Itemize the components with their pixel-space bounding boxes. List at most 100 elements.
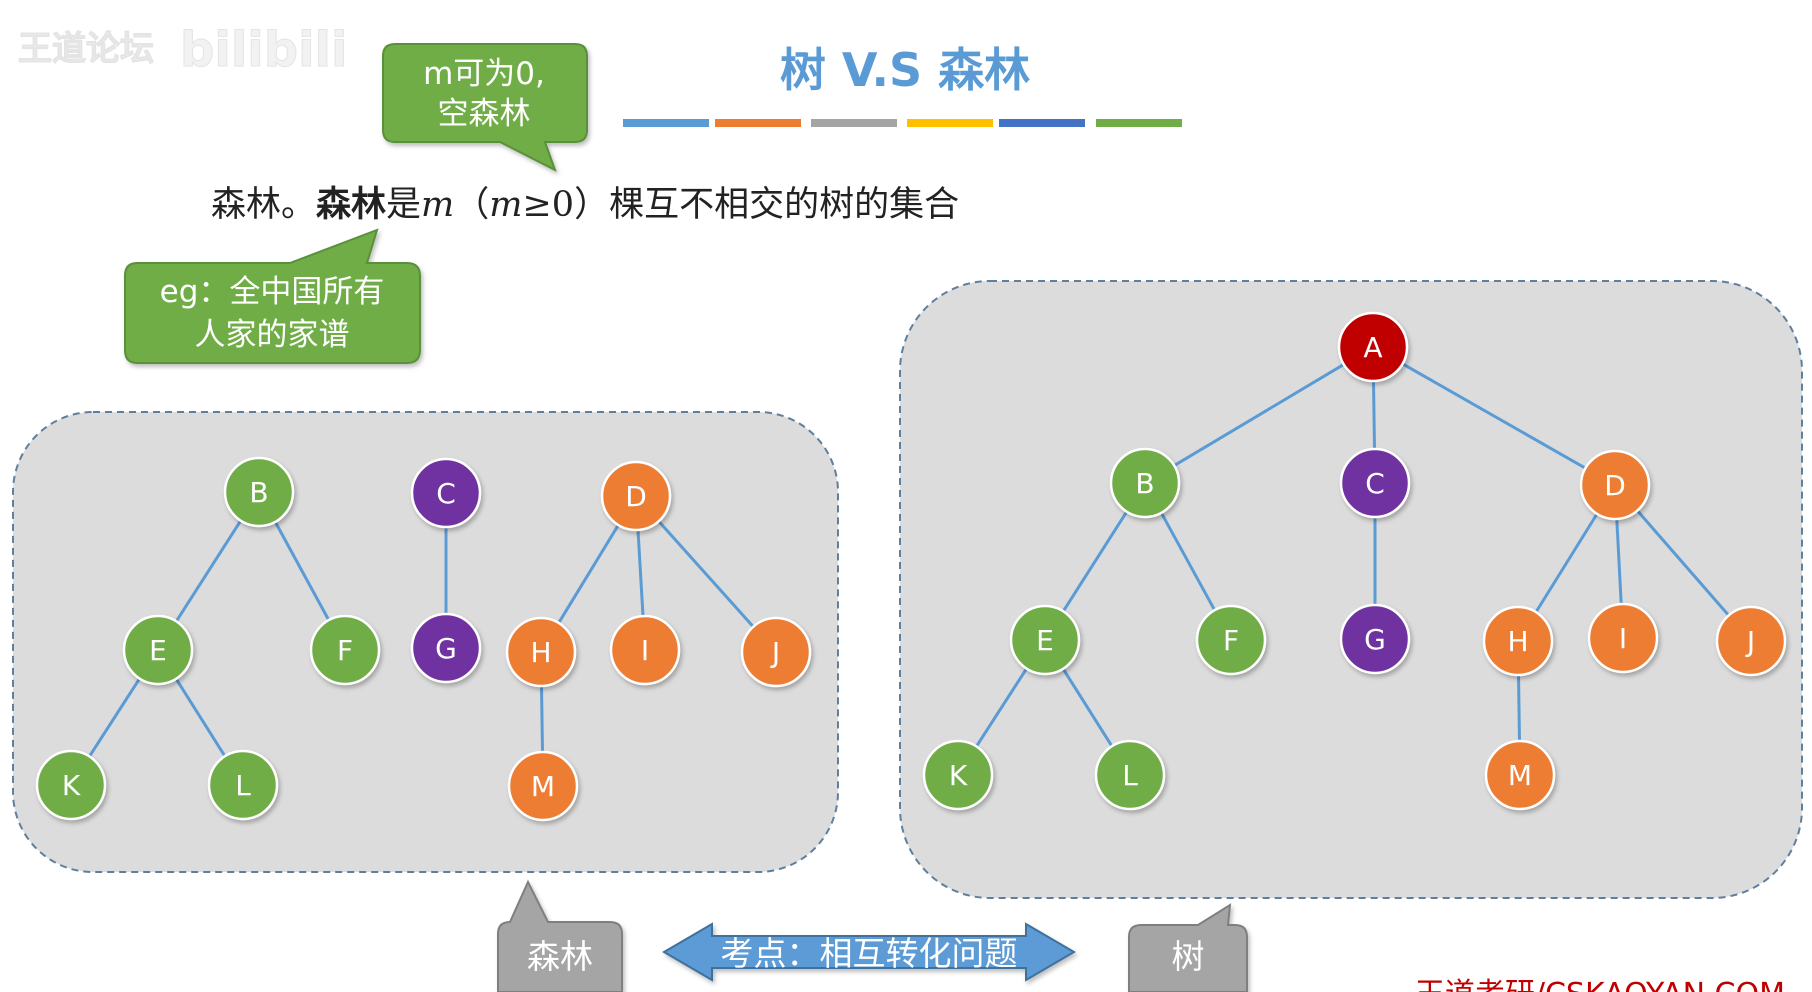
tree-edge-H-M [1517, 674, 1521, 742]
definition-var-m: m [421, 185, 454, 225]
tree-edge-E-K [975, 667, 1028, 748]
tree-label-callout [1128, 903, 1248, 992]
tree-edge-A-D [1401, 362, 1587, 470]
exam-point-arrow [662, 922, 1076, 982]
callout-example-line1: eg：全中国所有 [160, 274, 385, 310]
color-bar-segment [1096, 119, 1182, 127]
bilibili-logo: bilibili [180, 22, 347, 78]
tree-node-circle [1579, 449, 1651, 521]
forest-diagram: B E F K L C G D H I J M [35, 456, 812, 822]
forest-node-circle [309, 614, 381, 686]
forest-node-M: M [507, 750, 579, 822]
tree-node-circle [1715, 605, 1787, 677]
tree-node-C: C [1339, 447, 1411, 519]
forest-node-circle [35, 749, 107, 821]
forest-node-circle [122, 614, 194, 686]
tree-node-D: D [1579, 449, 1651, 521]
tree-node-circle [1339, 447, 1411, 519]
forest-node-label: I [641, 634, 649, 667]
forest-node-label: E [149, 634, 167, 667]
tree-node-label: F [1223, 624, 1239, 657]
tree-node-circle [1337, 311, 1409, 383]
definition-cond-m: m [489, 185, 522, 225]
tree-node-label: E [1036, 624, 1054, 657]
forest-node-label: J [770, 636, 780, 669]
tree-edge-D-I [1615, 518, 1623, 605]
tree-node-label: H [1507, 625, 1528, 658]
forest-node-label: H [530, 636, 551, 669]
tree-node-G: G [1339, 603, 1411, 675]
tree-node-B: B [1109, 447, 1181, 519]
color-bar-segment [715, 119, 801, 127]
tree-edge-D-H [1534, 513, 1599, 613]
forest-node-label: F [337, 634, 353, 667]
forest-node-circle [410, 612, 482, 684]
forest-node-label: D [625, 480, 647, 513]
forest-node-F: F [309, 614, 381, 686]
tree-node-F: F [1195, 604, 1267, 676]
definition-paren-open: （ [454, 185, 489, 225]
forest-node-C: C [410, 457, 482, 529]
tree-node-circle [1484, 739, 1556, 811]
definition-paren-close: ） [574, 185, 609, 225]
tree-node-circle [1482, 605, 1554, 677]
color-bar-segment [907, 119, 993, 127]
forest-node-K: K [35, 749, 107, 821]
tree-edge-E-L [1061, 667, 1114, 748]
forest-edge-D-J [657, 520, 755, 628]
forest-label: 森林 [527, 937, 593, 976]
definition-rest: 棵互不相交的树的集合 [609, 185, 959, 225]
tree-node-H: H [1482, 605, 1554, 677]
title-color-bar [623, 119, 1182, 127]
tree-node-circle [1195, 604, 1267, 676]
forest-node-label: G [435, 632, 457, 665]
forest-node-circle [207, 749, 279, 821]
forest-node-G: G [410, 612, 482, 684]
tree-node-L: L [1094, 739, 1166, 811]
tree-node-J: J [1715, 605, 1787, 677]
tree-label: 树 [1172, 937, 1205, 976]
tree-edge-B-F [1160, 512, 1216, 611]
exam-point-text: 考点：相互转化问题 [721, 934, 1018, 973]
forest-edge-E-K [88, 677, 141, 758]
tree-node-M: M [1484, 739, 1556, 811]
forest-edge-H-M [540, 685, 544, 753]
tree-edge-B-E [1062, 510, 1128, 613]
tree-node-circle [922, 739, 994, 811]
watermark-text: 王道论坛 [18, 29, 154, 69]
forest-node-label: B [249, 476, 268, 509]
callout-example-line2: 人家的家谱 [195, 317, 350, 353]
footer-credit: 王道考研/CSKAOYAN.COM [1415, 977, 1785, 992]
forest-node-B: B [223, 456, 295, 528]
tree-node-A: A [1337, 311, 1409, 383]
tree-node-label: K [949, 759, 968, 792]
forest-node-I: I [609, 614, 681, 686]
forest-node-circle [507, 750, 579, 822]
tree-node-circle [1009, 604, 1081, 676]
color-bar-segment [811, 119, 897, 127]
page-title: 树 V.S 森林 [780, 43, 1030, 97]
definition-is: 是 [386, 185, 421, 225]
forest-node-J: J [740, 616, 812, 688]
tree-node-circle [1109, 447, 1181, 519]
forest-node-circle [740, 616, 812, 688]
color-bar-segment [623, 119, 709, 127]
tree-edge-A-B [1173, 363, 1345, 467]
forest-edge-E-L [174, 677, 227, 758]
color-bar-segment [999, 119, 1085, 127]
watermark: 王道论坛 bilibili [18, 22, 348, 79]
tree-node-circle [1587, 602, 1659, 674]
tree-node-label: L [1122, 759, 1138, 792]
callout-m-zero-line1: m可为0, [423, 56, 545, 92]
tree-node-label: B [1135, 467, 1154, 500]
forest-node-circle [410, 457, 482, 529]
forest-node-label: L [235, 769, 251, 802]
forest-node-label: C [436, 477, 456, 510]
forest-edge-B-F [273, 521, 331, 621]
forest-node-circle [223, 456, 295, 528]
tree-node-circle [1094, 739, 1166, 811]
callout-m-zero-line2: 空森林 [438, 96, 531, 132]
tree-node-I: I [1587, 602, 1659, 674]
